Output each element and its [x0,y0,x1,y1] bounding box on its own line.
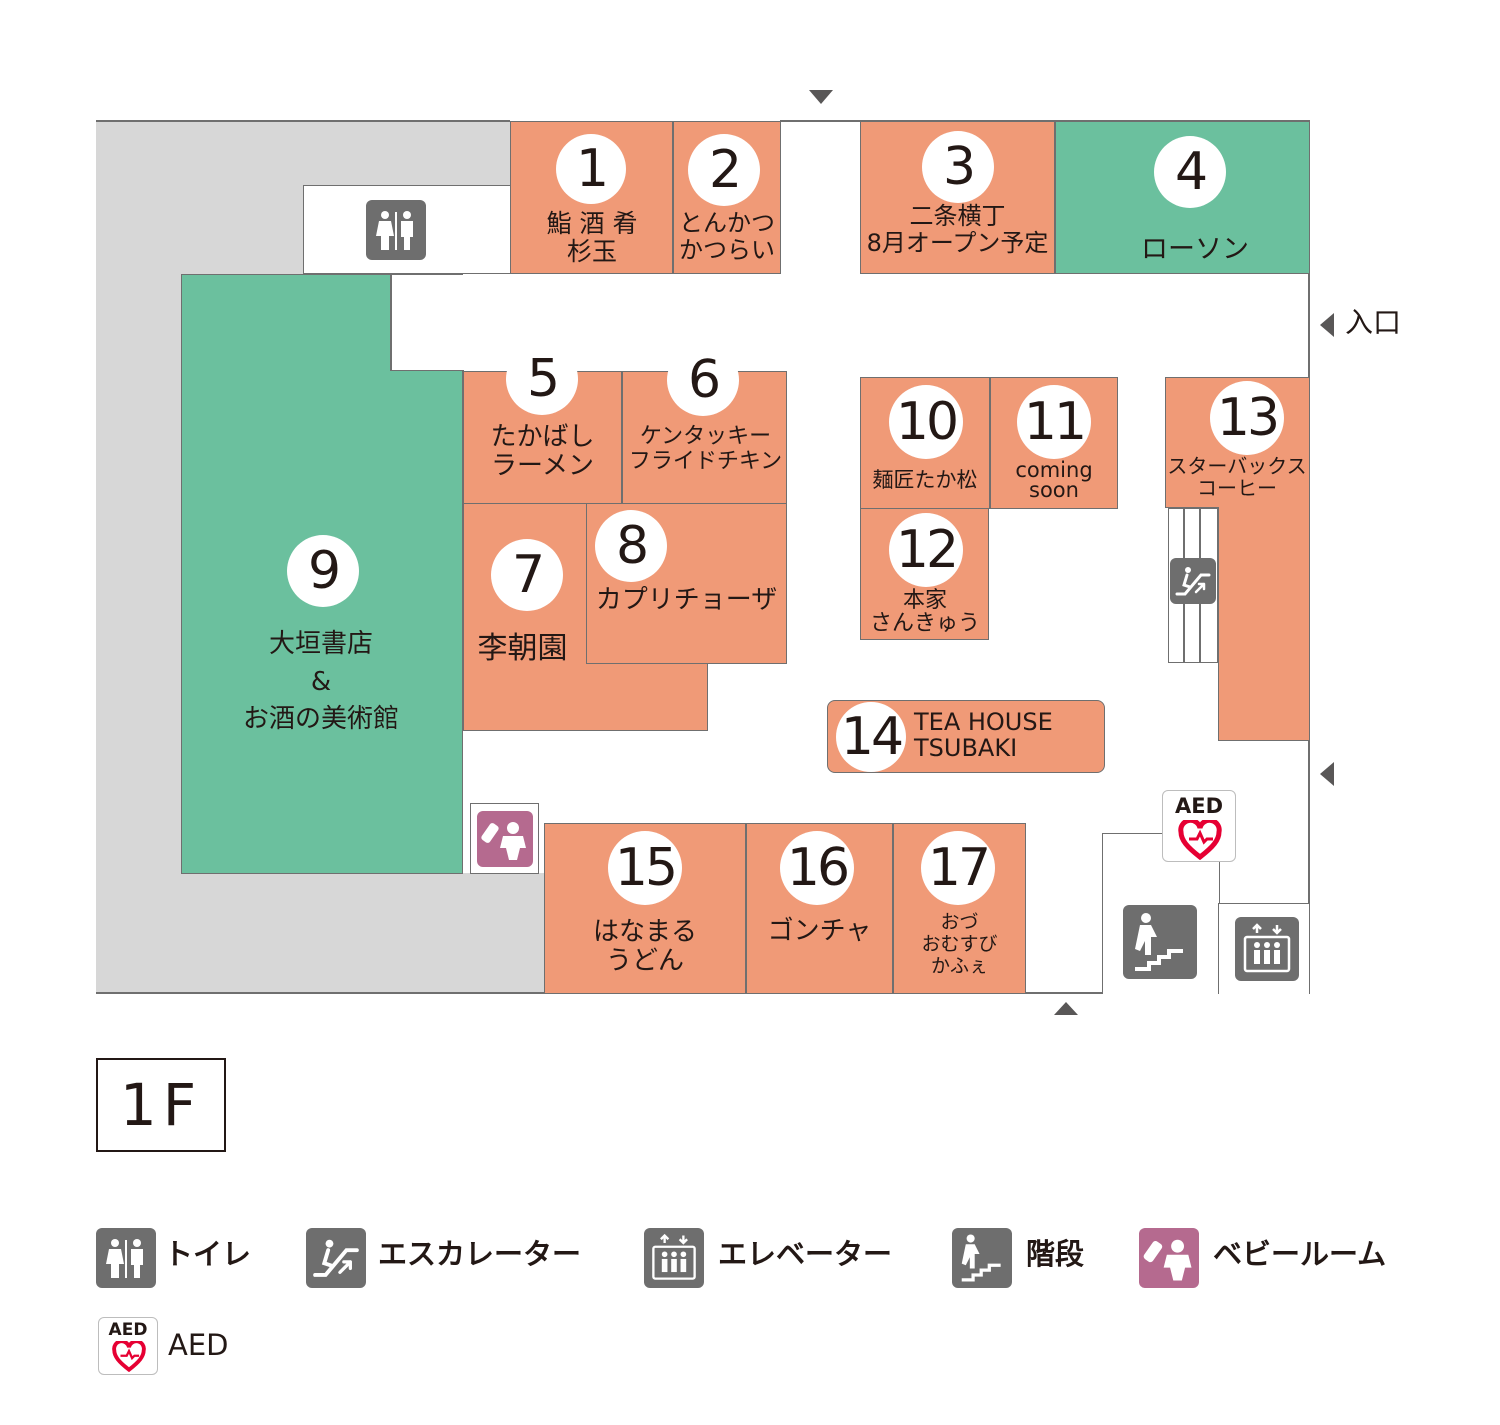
legend-aed-label: AED [168,1328,229,1362]
corridor-notch [391,275,464,371]
toilet-icon[interactable] [366,200,426,260]
shop-number-5: 5 [506,343,578,415]
entrance-arrow-icon-right-top [1320,313,1334,337]
entrance-arrow-icon-right-bottom [1320,762,1334,786]
shop-number-12: 12 [889,513,963,587]
shop-name-4: ローソン [1141,234,1249,265]
aed-icon[interactable]: AED [1162,790,1236,862]
shop-name-2: とんかつ かつらい [679,209,775,264]
legend-baby-room-icon [1139,1228,1199,1288]
shop-name-3: 二条横丁 8月オープン予定 [866,202,1049,257]
legend-elevator-label: エレベーター [718,1237,893,1271]
shop-name-16: ゴンチャ [767,916,872,946]
legend-toilet-icon [96,1228,156,1288]
shop-number-9: 9 [287,535,359,607]
shop-name-6: ケンタッキー フライドチキン [628,424,783,474]
shop-name-13: スターバックス コーヒー [1167,454,1307,501]
legend-toilet-label: トイレ [164,1237,252,1271]
aed-badge-label: AED [1174,794,1224,818]
shop-name-11: coming soon [1015,458,1093,502]
shop-8[interactable] [586,503,787,664]
escalator-icon[interactable] [1170,558,1216,604]
shop-name-12: 本家 さんきゅう [869,588,980,637]
shop-number-13: 13 [1210,381,1284,455]
shop-9-annex [181,274,391,371]
legend-aed-icon: AED [98,1317,158,1375]
shop-number-1: 1 [556,134,626,204]
shop-number-4: 4 [1154,136,1226,208]
legend-escalator-label: エスカレーター [378,1237,582,1271]
floor-map: 1 2 3 4 5 6 7 8 9 10 11 12 13 14 15 16 1… [96,90,1402,1015]
floor-label: 1F [96,1058,226,1152]
shop-name-1: 鮨 酒 肴 杉玉 [546,209,638,266]
shop-number-16: 16 [780,831,854,905]
legend-stairs-icon [952,1228,1012,1288]
shop-name-14: TEA HOUSE TSUBAKI [914,708,1053,763]
shop-13-lower [1218,507,1310,741]
shop-number-7: 7 [491,539,563,611]
shop-name-10: 麺匠たか松 [872,468,978,492]
shop-number-2: 2 [688,134,760,206]
back-area-bottom [96,873,544,994]
elevator-icon[interactable] [1235,917,1299,981]
legend: トイレ エスカレーター エレベーター 階段 ベビールーム AED [0,1200,1500,1400]
legend-baby-room-label: ベビールーム [1213,1237,1387,1271]
entrance-arrow-icon-top [809,90,833,104]
shop-number-15: 15 [608,831,682,905]
shop-name-17: おづ おむすび かふぇ [921,911,998,977]
legend-stairs-label: 階段 [1026,1237,1085,1271]
shop-name-5: たかばし ラーメン [490,422,595,482]
legend-elevator-icon [644,1228,704,1288]
baby-room-icon[interactable] [477,811,533,867]
shop-number-11: 11 [1017,385,1091,459]
wall-top-left [96,120,510,122]
shop-number-17: 17 [921,831,995,905]
stairs-icon[interactable] [1123,905,1197,979]
shop-name-9: 大垣書店 & お酒の美術館 [242,629,399,735]
shop-name-15: はなまる うどん [592,917,697,977]
shop-number-14: 14 [836,702,906,772]
entrance-label: 入口 [1345,306,1402,339]
shop-number-3: 3 [922,131,994,203]
shop-number-8: 8 [595,510,667,582]
legend-escalator-icon [306,1228,366,1288]
legend-aed-badge: AED [108,1320,148,1340]
shop-number-6: 6 [667,344,739,416]
shop-number-10: 10 [889,385,963,459]
entrance-arrow-icon-bottom [1054,1002,1078,1015]
shop-name-7: 李朝園 [477,631,568,666]
shop-name-8: カプリチョーザ [595,585,778,615]
